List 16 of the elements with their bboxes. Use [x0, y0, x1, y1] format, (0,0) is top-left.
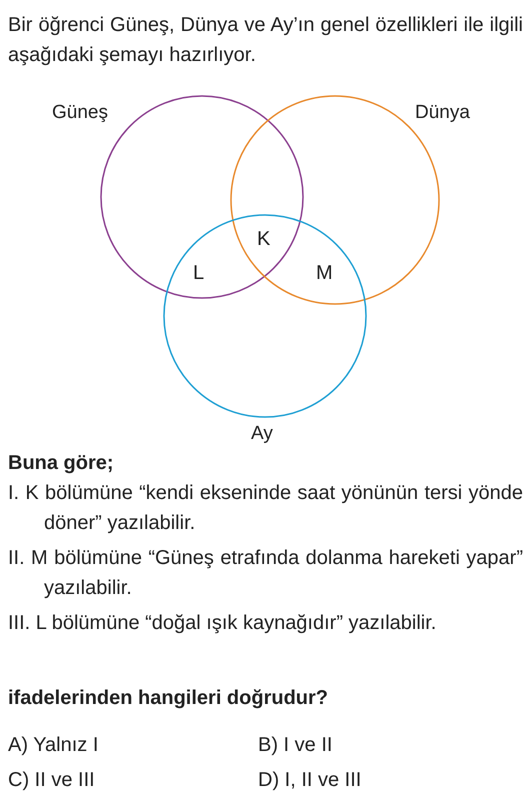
answer-option: A) Yalnız I	[8, 730, 238, 760]
set-label: Ay	[251, 423, 273, 445]
region-label: M	[316, 261, 333, 286]
answer-option: C) II ve III	[8, 765, 238, 795]
answer-option: B) I ve II	[258, 730, 488, 760]
answer-option: D) I, II ve III	[258, 765, 488, 795]
set-label: Dünya	[415, 102, 470, 124]
prompt-heading: Buna göre;	[8, 451, 115, 476]
region-label: L	[193, 261, 204, 286]
statement: III. L bölümüne “doğal ışık kaynağıdır” yazılabilir.	[8, 611, 438, 636]
set-label: Güneş	[52, 102, 108, 124]
statement: I. K bölümüne “kendi ekseninde saat yönünün tersi yönde döner” yazılabilir.	[8, 481, 523, 536]
intro-text: Bir öğrenci Güneş, Dünya ve Ay’ın genel özellikleri ile ilgili aşağıdaki şemayı hazırlıyor.	[8, 13, 523, 68]
statement: II. M bölümüne “Güneş etrafında dolanma hareketi yapar” yazılabilir.	[8, 546, 523, 601]
question-text: ifadelerinden hangileri doğrudur?	[8, 686, 330, 711]
region-label: K	[257, 227, 270, 252]
